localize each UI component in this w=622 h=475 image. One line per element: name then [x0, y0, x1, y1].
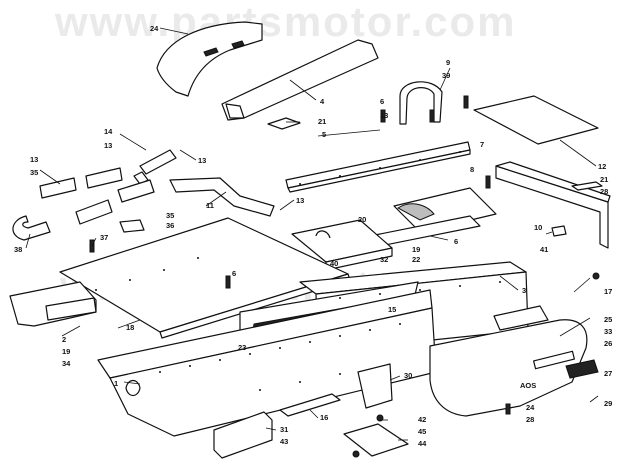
callout-21-right: 21	[600, 175, 608, 184]
callout-13-left: 13	[30, 155, 38, 164]
callout-39: 39	[442, 71, 450, 80]
callout-17: 17	[604, 287, 612, 296]
callout-36: 36	[166, 221, 174, 230]
part-upper-support-channel	[221, 39, 379, 121]
part-small-bracket-28	[571, 181, 603, 191]
part-hose-group-upper	[39, 149, 177, 199]
callout-7: 7	[480, 140, 484, 149]
callout-1: 1	[114, 379, 118, 388]
callout-43: 43	[280, 437, 288, 446]
callout-16: 16	[320, 413, 328, 422]
callout-8: 8	[470, 165, 474, 174]
callout-6-center: 6	[454, 237, 458, 246]
callout-27: 27	[604, 369, 612, 378]
callout-45: 45	[418, 427, 426, 436]
callout-13-upper: 13	[380, 111, 388, 120]
callout-19-center: 19	[412, 245, 420, 254]
rivet-dots	[95, 151, 501, 391]
callout-25: 25	[604, 315, 612, 324]
callout-24: 24	[150, 24, 159, 33]
callout-40: 40	[330, 259, 338, 268]
part-long-rail	[285, 141, 471, 193]
part-hose-group-lower	[12, 177, 275, 241]
callout-35-mid: 35	[166, 211, 174, 220]
callout-6-floor: 6	[232, 269, 236, 278]
callout-6-upper: 6	[380, 97, 384, 106]
callout-35-left: 35	[30, 168, 38, 177]
callout-11: 11	[206, 201, 214, 210]
part-clamp-36	[119, 219, 145, 233]
part-small-bracket-21	[267, 117, 301, 130]
callout-3: 3	[522, 286, 526, 295]
callout-2: 2	[62, 335, 66, 344]
part-rear-bracket	[495, 161, 611, 249]
callout-4: 4	[320, 97, 325, 106]
callout-30: 30	[404, 371, 412, 380]
part-plate-45	[343, 423, 409, 457]
callout-37: 37	[100, 233, 108, 242]
callout-29: 29	[604, 399, 612, 408]
callout-23: 23	[238, 343, 246, 352]
part-block-41	[551, 225, 567, 237]
callout-28-lower: 28	[526, 415, 534, 424]
callout-42: 42	[418, 415, 426, 424]
emblem-label: AOS	[520, 381, 536, 390]
part-right-side-cover: AOS	[429, 305, 588, 417]
callout-31: 31	[280, 425, 288, 434]
callout-13-hose-b: 13	[198, 156, 206, 165]
callout-33: 33	[604, 327, 612, 336]
callout-9: 9	[446, 58, 450, 67]
part-nose-cover	[156, 21, 263, 97]
callout-32: 32	[380, 255, 388, 264]
callout-34-left: 34	[62, 359, 71, 368]
callout-13-mid: 13	[296, 196, 304, 205]
part-flat-panel	[473, 95, 599, 145]
callout-15: 15	[388, 305, 396, 314]
callout-21-upper: 21	[318, 117, 326, 126]
callout-20: 20	[358, 215, 366, 224]
part-bracket-16	[279, 393, 341, 417]
callout-12: 12	[598, 162, 606, 171]
part-center-assembly	[369, 187, 497, 247]
callout-41: 41	[540, 245, 548, 254]
part-left-tunnel	[9, 281, 97, 327]
callout-24-lower: 24	[526, 403, 535, 412]
callout-28-right: 28	[600, 187, 608, 196]
leader-lines	[25, 27, 599, 441]
callout-38: 38	[14, 245, 22, 254]
watermark-top: www.partsmotor.com	[54, 0, 517, 45]
callout-22: 22	[412, 255, 420, 264]
callout-13-hose-a: 13	[104, 141, 112, 150]
part-bracket-31	[213, 411, 273, 459]
part-belly-pan	[59, 217, 351, 339]
callout-19-left: 19	[62, 347, 70, 356]
callout-5: 5	[322, 130, 326, 139]
part-main-chassis	[97, 289, 437, 437]
callout-labels: 24 4 9 39 6 13 21 5 7 14 13 13 13 35 12 …	[14, 24, 612, 448]
callout-26: 26	[604, 339, 612, 348]
callout-44: 44	[418, 439, 427, 448]
part-loop-handle	[399, 81, 443, 125]
callout-10: 10	[534, 223, 542, 232]
part-bracket-30	[357, 363, 393, 409]
callout-18: 18	[126, 323, 134, 332]
part-emblem-plate	[565, 359, 599, 379]
callout-14: 14	[104, 127, 113, 136]
